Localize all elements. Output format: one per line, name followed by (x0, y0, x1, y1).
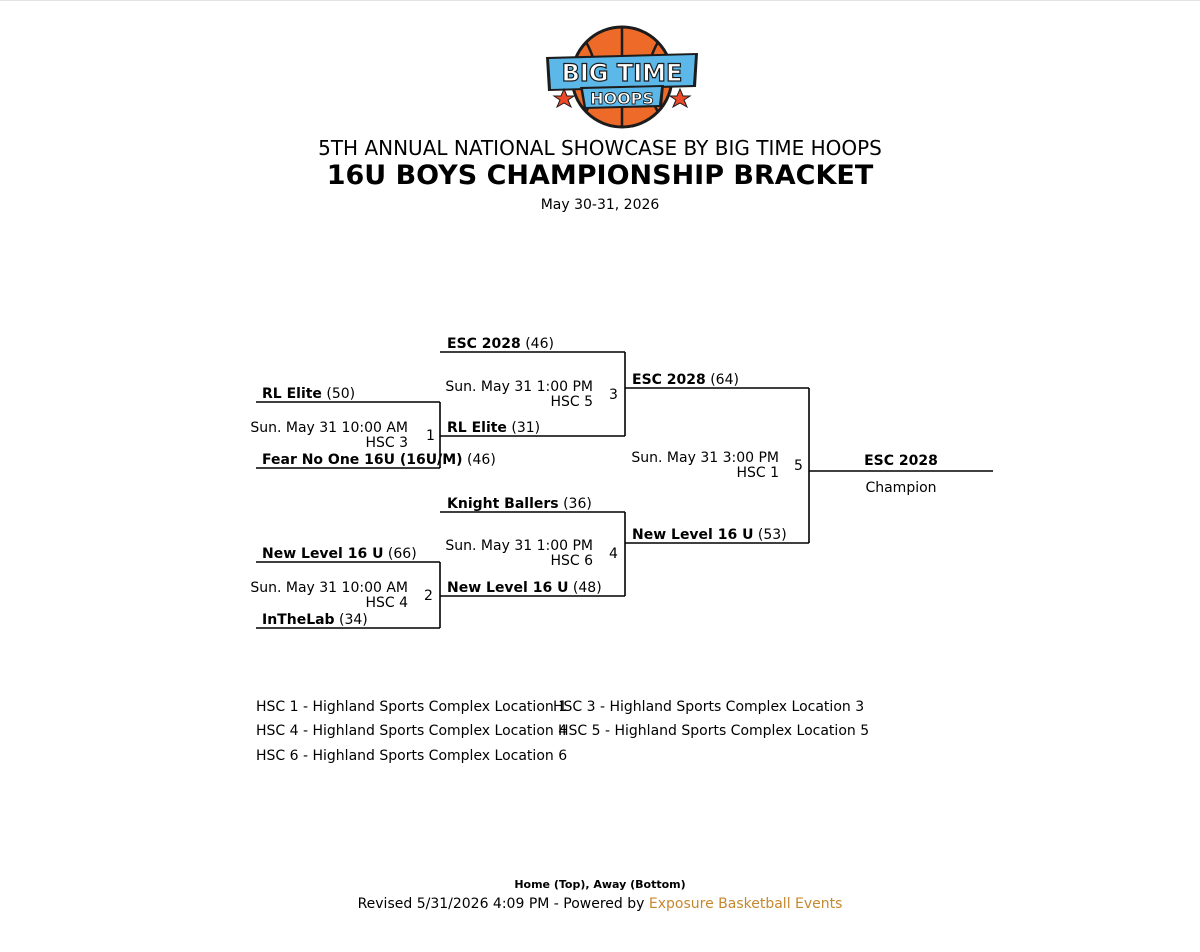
team-score: (36) (563, 496, 592, 512)
team-name: ESC 2028 (632, 372, 706, 388)
team-name: RL Elite (262, 386, 322, 402)
team-score: (46) (467, 452, 496, 468)
exposure-link[interactable]: Exposure Basketball Events (648, 896, 843, 912)
team-score: (34) (339, 612, 368, 628)
big-time-hoops-logo: BIG TIME HOOPS (546, 25, 698, 129)
team-name: New Level 16 U (632, 527, 754, 543)
game5-away-team[interactable]: New Level 16 U (53) (632, 526, 787, 544)
team-name: New Level 16 U (262, 546, 384, 562)
game5-home-team[interactable]: ESC 2028 (64) (632, 371, 739, 389)
game-location: HSC 4 (365, 594, 408, 611)
game1-number: 1 (426, 428, 435, 444)
game3-home-team[interactable]: ESC 2028 (46) (447, 335, 554, 353)
revised-text: Revised 5/31/2026 4:09 PM - Powered by (357, 896, 649, 912)
game4-info: Sun. May 31 1:00 PM HSC 6 (445, 539, 593, 568)
bracket-title: 16U BOYS CHAMPIONSHIP BRACKET (326, 160, 874, 191)
team-name: New Level 16 U (447, 580, 569, 596)
game1-away-team[interactable]: Fear No One 16U (16U/M) (46) (262, 451, 496, 469)
team-name: ESC 2028 (864, 453, 938, 469)
home-away-note: Home (Top), Away (Bottom) (514, 878, 686, 891)
team-score: (66) (387, 546, 417, 562)
team-score: (53) (757, 527, 787, 543)
team-name: InTheLab (262, 612, 335, 628)
legend-item: HSC 3 - Highland Sports Complex Location… (553, 699, 865, 715)
game2-number: 2 (424, 588, 433, 604)
game2-away-team[interactable]: InTheLab (34) (262, 611, 368, 629)
game4-home-team[interactable]: Knight Ballers (36) (447, 495, 592, 513)
game3-away-team[interactable]: RL Elite (31) (447, 419, 540, 437)
event-title: 5TH ANNUAL NATIONAL SHOWCASE BY BIG TIME… (318, 136, 882, 160)
game1-home-team[interactable]: RL Elite (50) (262, 385, 355, 403)
game5-number: 5 (794, 458, 803, 474)
logo-text-top: BIG TIME (562, 59, 683, 87)
champion-label: Champion (865, 480, 937, 496)
legend-item: HSC 6 - Highland Sports Complex Location… (256, 748, 568, 764)
game1-info: Sun. May 31 10:00 AM HSC 3 (250, 421, 408, 450)
team-score: (46) (525, 336, 554, 352)
logo-text-bottom: HOOPS (590, 89, 654, 108)
revised-line: Revised 5/31/2026 4:09 PM - Powered by E… (0, 895, 1200, 913)
game-location: HSC 5 (550, 393, 593, 410)
team-name: Fear No One 16U (16U/M) (262, 452, 463, 468)
game4-number: 4 (609, 546, 618, 562)
game3-number: 3 (609, 387, 618, 403)
team-name: ESC 2028 (447, 336, 521, 352)
legend-item: HSC 1 - Highland Sports Complex Location… (256, 699, 568, 715)
team-score: (64) (710, 372, 739, 388)
game-time: Sun. May 31 1:00 PM (445, 538, 593, 554)
team-score: (31) (511, 420, 541, 436)
team-name: RL Elite (447, 420, 507, 436)
legend-item: HSC 5 - Highland Sports Complex Location… (558, 723, 870, 739)
game5-info: Sun. May 31 3:00 PM HSC 1 (631, 451, 779, 480)
champion-team[interactable]: ESC 2028 (841, 452, 961, 470)
game-location: HSC 6 (550, 552, 593, 569)
game2-info: Sun. May 31 10:00 AM HSC 4 (250, 581, 408, 610)
team-score: (50) (326, 386, 356, 402)
team-score: (48) (572, 580, 602, 596)
game3-info: Sun. May 31 1:00 PM HSC 5 (445, 380, 593, 409)
game-time: Sun. May 31 1:00 PM (445, 379, 593, 395)
game-time: Sun. May 31 3:00 PM (631, 450, 779, 466)
game-location: HSC 3 (365, 434, 408, 451)
game-time: Sun. May 31 10:00 AM (250, 580, 408, 596)
team-name: Knight Ballers (447, 496, 559, 512)
legend-item: HSC 4 - Highland Sports Complex Location… (256, 723, 568, 739)
game-time: Sun. May 31 10:00 AM (250, 420, 408, 436)
game2-home-team[interactable]: New Level 16 U (66) (262, 545, 417, 563)
event-dates: May 30-31, 2026 (540, 197, 660, 213)
game4-away-team[interactable]: New Level 16 U (48) (447, 579, 602, 597)
game-location: HSC 1 (736, 464, 779, 481)
